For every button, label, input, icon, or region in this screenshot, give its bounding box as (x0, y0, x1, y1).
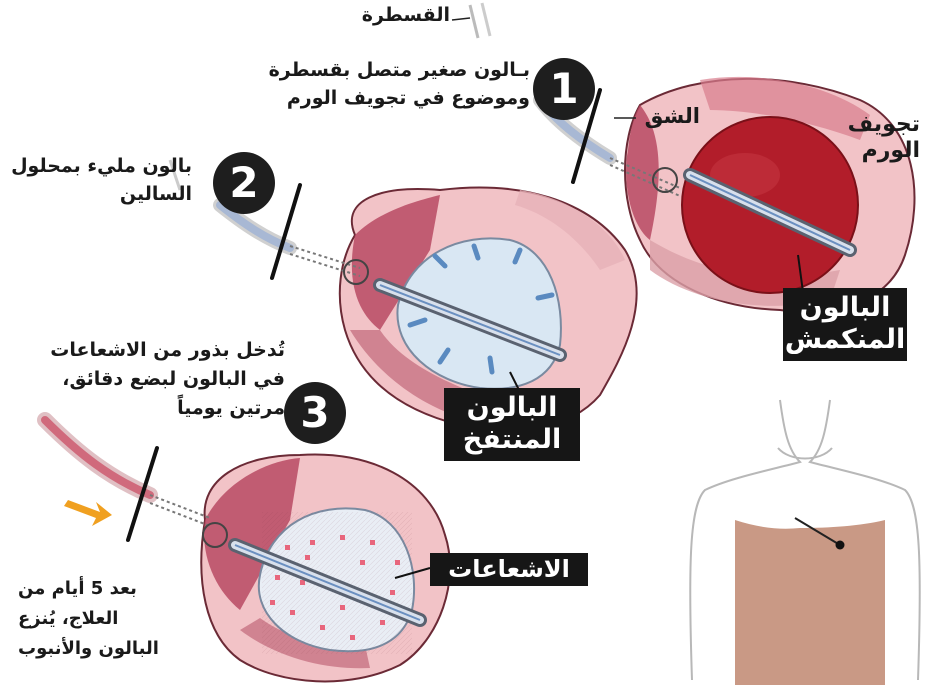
step-3-line-1: تُدخل بذور من الاشعاعات (20, 336, 285, 365)
radiation-label: الاشعاعات (430, 553, 588, 586)
deflated-balloon-label: البالون المنكمش (783, 288, 907, 361)
catheter-label: القسطرة (340, 4, 450, 26)
step-number-2: 2 (213, 152, 275, 214)
step-1-line-2: وموضوع في تجويف الورم (240, 84, 530, 112)
torso-inset (690, 400, 920, 685)
step-2-description: بالون مليء بمحلول السالين (2, 152, 192, 208)
step-number-1: 1 (533, 58, 595, 120)
after-line-1: بعد 5 أيام من (18, 574, 208, 604)
tumor-cavity-label: تجويف الورم (820, 112, 920, 164)
inflated-balloon-line-2: المنتفخ (444, 424, 580, 456)
step-3-line-3: مرتين يومياً (20, 394, 285, 423)
step-2-line-2: السالين (2, 180, 192, 208)
inflated-balloon-line-1: البالون (444, 392, 580, 424)
tumor-cavity-line-2: الورم (820, 138, 920, 164)
step-3-line-2: في البالون لبضع دقائق، (20, 365, 285, 394)
incision-label: الشق (640, 104, 700, 128)
after-treatment-description: بعد 5 أيام من العلاج، يُنزع البالون والأ… (18, 574, 208, 664)
step-2-line-1: بالون مليء بمحلول (2, 152, 192, 180)
step-1-description: بـالون صغير متصل بقسطرة وموضوع في تجويف … (240, 56, 530, 112)
inflated-balloon-label: البالون المنتفخ (444, 388, 580, 461)
implant-site-icon (836, 541, 845, 550)
deflated-balloon-line-2: المنكمش (783, 324, 907, 356)
stage-2-skin-line (272, 185, 300, 278)
step-1-line-1: بـالون صغير متصل بقسطرة (240, 56, 530, 84)
deflated-balloon-line-1: البالون (783, 292, 907, 324)
remove-arrow-icon (64, 500, 112, 526)
step-number-3: 3 (284, 382, 346, 444)
step-3-description: تُدخل بذور من الاشعاعات في البالون لبضع … (20, 336, 285, 423)
tumor-cavity-line-1: تجويف (820, 112, 920, 138)
after-line-3: البالون والأنبوب (18, 634, 208, 664)
stage-3-tissue (201, 454, 450, 681)
after-line-2: العلاج، يُنزع (18, 604, 208, 634)
